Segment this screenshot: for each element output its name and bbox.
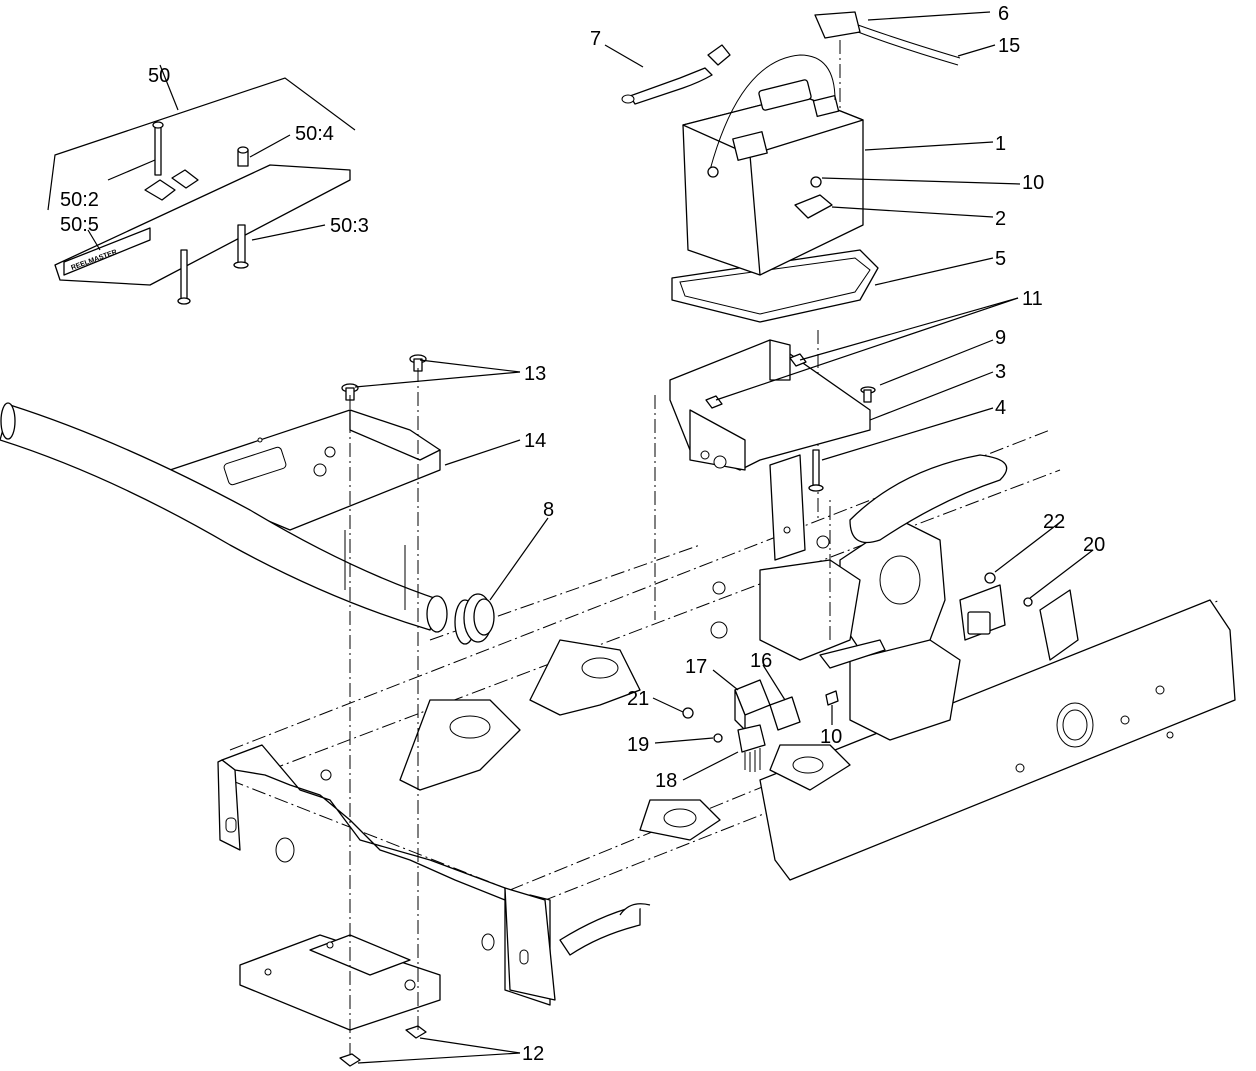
callout-20: 20: [1083, 534, 1105, 556]
assembly-lines: [349, 40, 841, 1055]
callout-11: 11: [1022, 288, 1043, 310]
callout-22: 22: [1043, 511, 1065, 533]
callout-50: 50: [148, 65, 170, 87]
callout-18: 18: [655, 770, 677, 792]
part-5-battery-tray: [671, 249, 879, 323]
part-4-bolt: [808, 449, 824, 492]
callout-50-3: 50:3: [330, 215, 369, 237]
callout-2: 2: [995, 208, 1006, 230]
part-1-battery: [682, 54, 864, 276]
callout-1: 1: [995, 133, 1006, 155]
callout-10-top: 10: [1022, 172, 1044, 194]
part-13-bolts: [341, 354, 427, 401]
callout-21: 21: [627, 688, 649, 710]
callout-13: 13: [524, 363, 546, 385]
main-frame: [217, 429, 1236, 1031]
callout-3: 3: [995, 361, 1006, 383]
part-3-battery-bracket: [669, 339, 871, 561]
callout-7: 7: [590, 28, 601, 50]
part-9-bolt: [860, 386, 876, 403]
callout-9: 9: [995, 327, 1006, 349]
relays: [682, 572, 1033, 772]
callout-16: 16: [750, 650, 772, 672]
callout-labels: 50 50:4 50:2 50:5 50:3 7 6 15 1 10 2 5 1…: [60, 3, 1105, 1065]
part-12-nuts: [339, 1025, 427, 1067]
part-8-plug: [454, 593, 495, 645]
part-50-decal-bracket: REELMASTER: [54, 121, 351, 305]
callout-15: 15: [998, 35, 1020, 57]
callout-5: 5: [995, 248, 1006, 270]
callout-10-bottom: 10: [820, 726, 842, 748]
callout-6: 6: [998, 3, 1009, 25]
part-7-cable: [621, 44, 731, 105]
part-10-nut: [810, 176, 822, 188]
leader-lines: [47, 11, 1094, 1064]
callout-19: 19: [627, 734, 649, 756]
callout-17: 17: [685, 656, 707, 678]
callout-12: 12: [522, 1043, 544, 1065]
callout-50-4: 50:4: [295, 123, 334, 145]
part-2-clip: [794, 194, 833, 219]
callout-8: 8: [543, 499, 554, 521]
callout-4: 4: [995, 397, 1006, 419]
callout-14: 14: [524, 430, 546, 452]
callout-50-5: 50:5: [60, 214, 99, 236]
part-6-15-wire: [814, 11, 961, 66]
part-14-mount-tube: [0, 402, 448, 633]
callout-50-2: 50:2: [60, 189, 99, 211]
